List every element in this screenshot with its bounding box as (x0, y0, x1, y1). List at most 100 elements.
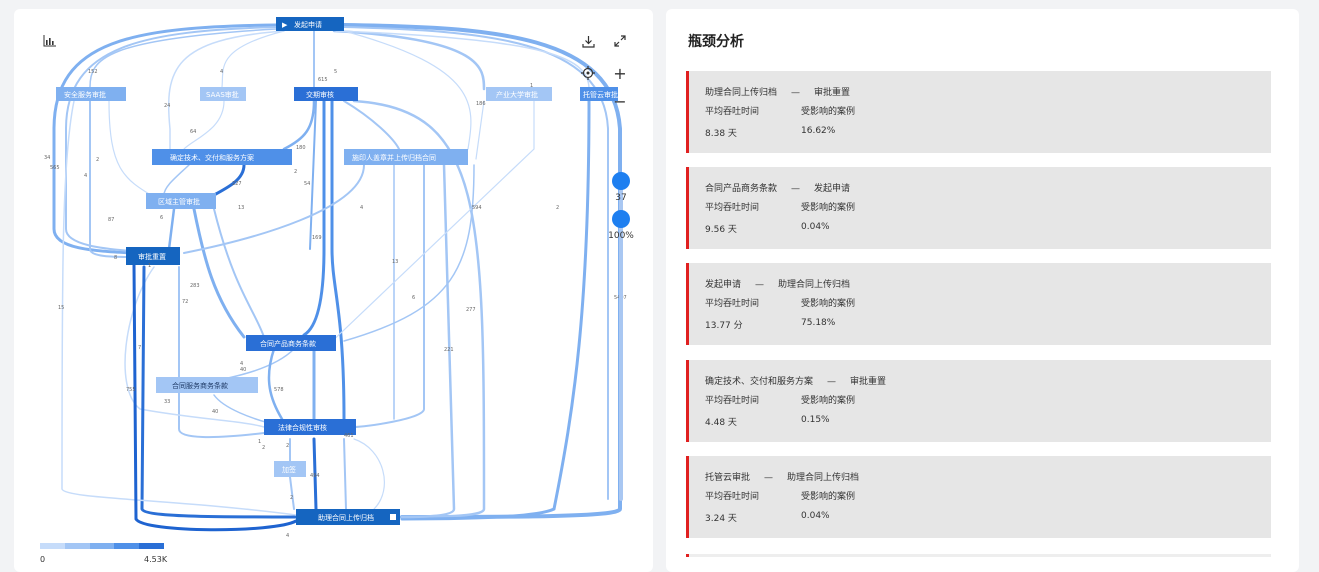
edge-count-label: 15 (58, 305, 64, 311)
node-tech-plan[interactable]: 确定技术、交付和服务方案 (152, 149, 292, 165)
node-service-terms[interactable]: 合同服务商务条款 (156, 377, 258, 393)
node-delivery-review[interactable]: 交期审核 (294, 87, 358, 101)
node-seal-upload[interactable]: 施印人盖章并上传归档合同 (344, 149, 468, 165)
node-product-terms[interactable]: 合同产品商务条款 (246, 335, 336, 351)
paths-slider-knob[interactable] (612, 210, 630, 228)
node-assistant-upload[interactable]: 助理合同上传归档 (296, 509, 400, 525)
bottleneck-card[interactable]: 确定技术、交付和服务方案—审批重置 平均吞吐时间 受影响的案例 4.48 天 0… (686, 360, 1271, 442)
bottleneck-card[interactable]: 托管云审批—助理合同上传归档 平均吞吐时间 受影响的案例 3.24 天 0.04… (686, 456, 1271, 538)
svg-text:安全服务审批: 安全服务审批 (64, 90, 106, 99)
node-add-sign[interactable]: 加签 (274, 461, 306, 477)
edge-count-label: 4 (286, 533, 289, 539)
edge (343, 30, 472, 150)
edge (353, 438, 385, 510)
activities-slider-knob[interactable] (612, 172, 630, 190)
edge (132, 263, 298, 532)
edge (167, 207, 176, 251)
svg-text:施印人盖章并上传归档合同: 施印人盖章并上传归档合同 (352, 153, 436, 162)
edge (343, 438, 347, 510)
node-security-approval[interactable]: 安全服务审批 (56, 87, 126, 101)
card-time-label: 平均吞吐时间 (705, 203, 760, 213)
edge (332, 29, 486, 91)
next-card-edge (686, 554, 1271, 557)
edge (108, 100, 155, 198)
node-saas-approval[interactable]: SAAS审批 (200, 87, 246, 101)
edge-count-label: 1 (530, 83, 533, 89)
legend-swatch (40, 543, 65, 549)
edge (267, 347, 284, 421)
edge-count-label: 2 (96, 157, 99, 163)
edge-count-label: 13 (238, 205, 244, 211)
edge-count-label: 221 (444, 347, 454, 353)
svg-text:区域主管审批: 区域主管审批 (158, 197, 200, 206)
card-cases-value: 0.15% (801, 415, 830, 425)
node-legal-review[interactable]: 法律合规性审核 (264, 419, 356, 435)
edge-count-label: 2 (262, 445, 265, 451)
node-industry-approval[interactable]: 产业大学审批 (486, 87, 552, 101)
card-to: 发起申请 (814, 184, 851, 194)
edge-count-label: 87 (108, 217, 114, 223)
svg-text:加签: 加签 (282, 465, 296, 474)
node-approval-reset[interactable]: 审批重置 (126, 247, 180, 265)
edge-count-label: 7 (138, 345, 141, 351)
edge (475, 100, 485, 160)
bottleneck-card[interactable]: 助理合同上传归档—审批重置 平均吞吐时间 受影响的案例 8.38 天 16.62… (686, 71, 1271, 153)
edge (192, 207, 246, 339)
edge-count-label: 615 (318, 77, 328, 83)
edge-count-label: 64 (190, 129, 196, 135)
card-time-label: 平均吞吐时间 (705, 492, 760, 502)
edge-count-label: 2 (294, 169, 297, 175)
svg-text:审批重置: 审批重置 (138, 252, 166, 261)
edge-count-label: 4 (84, 173, 87, 179)
activities-value: 37 (615, 193, 627, 203)
svg-text:法律合规性审核: 法律合规性审核 (278, 423, 327, 432)
plus-icon[interactable]: + (613, 63, 627, 83)
bar-chart-icon[interactable] (40, 31, 60, 51)
svg-text:产业大学审批: 产业大学审批 (496, 90, 538, 99)
card-to: 审批重置 (850, 377, 887, 387)
minus-icon[interactable]: − (613, 91, 627, 111)
edge-count-label: 24 (164, 103, 170, 109)
edge (212, 163, 246, 197)
legend-swatch (64, 543, 90, 549)
card-time-value: 4.48 天 (705, 418, 737, 428)
card-cases-label: 受影响的案例 (801, 492, 856, 502)
card-separator: — (827, 377, 837, 387)
edge (167, 30, 285, 150)
legend-min-label: 0 (40, 555, 46, 564)
edge-count-label: 1 (258, 439, 261, 445)
edge (213, 394, 270, 424)
node-region-approval[interactable]: 区域主管审批 (146, 193, 216, 209)
download-icon[interactable] (578, 31, 598, 51)
edge-count-label: 40 (212, 409, 218, 415)
legend-swatch (114, 543, 140, 549)
node-hosting-approval[interactable]: 托管云审批 (580, 87, 618, 101)
edge-count-label: 5 (334, 69, 337, 75)
edge (213, 348, 295, 382)
edge-count-label: 180 (296, 145, 306, 151)
bottleneck-card[interactable]: 发起申请—助理合同上传归档 平均吞吐时间 受影响的案例 13.77 分 75.1… (686, 263, 1271, 345)
edge-count-label: 227 (232, 181, 242, 187)
edge (400, 163, 456, 519)
edge-count-label: 494 (310, 473, 320, 479)
card-cases-label: 受影响的案例 (801, 396, 856, 406)
edge-count-label: 2 (290, 495, 293, 501)
edge (342, 23, 622, 519)
svg-text:合同产品商务条款: 合同产品商务条款 (260, 339, 316, 348)
card-cases-value: 0.04% (801, 511, 830, 521)
node-start[interactable]: ▶ 发起申请 (276, 17, 344, 31)
bottleneck-card[interactable]: 合同产品商务条款—发起申请 平均吞吐时间 受影响的案例 9.56 天 0.04% (686, 167, 1271, 249)
detail-slider-track[interactable] (619, 179, 623, 501)
edge (61, 100, 297, 516)
target-icon[interactable] (578, 63, 598, 83)
edge-count-label: 755 (126, 387, 136, 393)
card-from: 合同产品商务条款 (705, 184, 778, 194)
edge (335, 30, 590, 90)
card-time-label: 平均吞吐时间 (705, 299, 760, 309)
bottleneck-panel: 瓶颈分析 助理合同上传归档—审批重置 平均吞吐时间 受影响的案例 8.38 天 … (666, 9, 1299, 572)
edge (183, 100, 225, 150)
edge (282, 99, 316, 151)
process-map-canvas[interactable]: ▶ 发起申请 安全服务审批 SAAS审批 交期审核 产业大学审批 托管云审批 确… (14, 9, 653, 572)
paths-value: 100% (608, 231, 634, 241)
expand-icon[interactable] (610, 31, 630, 51)
